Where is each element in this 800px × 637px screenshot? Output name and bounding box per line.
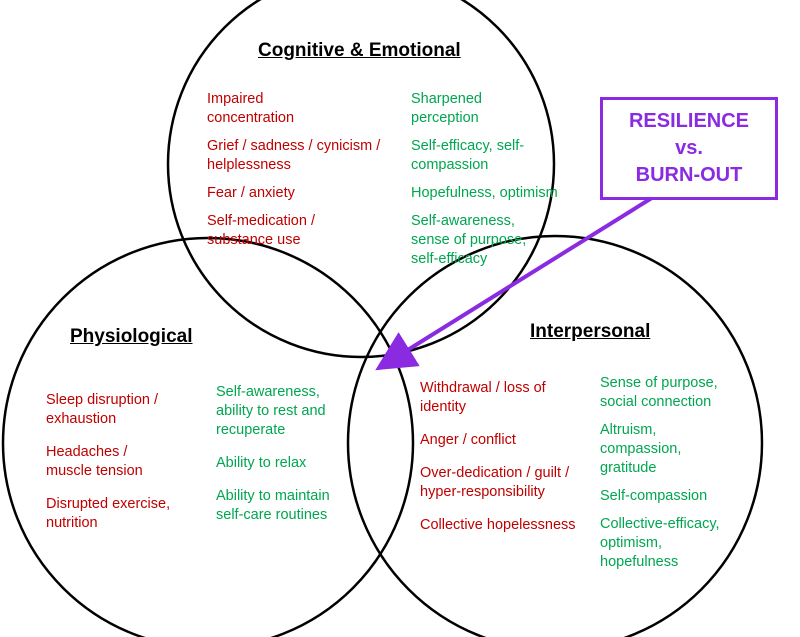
callout-line-burnout: BURN-OUT [635, 164, 743, 186]
cognitive-emotional-circle [166, 0, 556, 359]
list-item: Self-medication / substance use [207, 213, 315, 248]
interpersonal-circle [346, 234, 764, 637]
list-item: Self-compassion [600, 488, 708, 504]
physiological-circle [1, 236, 415, 637]
list-item: Self-awareness, sense of purpose, self-e… [411, 213, 527, 267]
list-item: Fear / anxiety [207, 185, 295, 201]
list-item: Altruism, compassion, gratitude [600, 422, 682, 476]
callout-line-resilience: RESILIENCE [628, 110, 750, 132]
list-item: Disrupted exercise, nutrition [46, 496, 171, 531]
list-item: Self-awareness, ability to rest and recu… [216, 384, 326, 438]
interpersonal-title: Interpersonal [530, 321, 651, 342]
list-item: Ability to relax [216, 455, 307, 471]
cognitive-emotional-title: Cognitive & Emotional [258, 40, 461, 61]
physiological-positive-list: Self-awareness, ability to rest and recu… [216, 383, 330, 534]
list-item: Hopefulness, optimism [411, 185, 558, 201]
list-item: Headaches / muscle tension [46, 444, 143, 479]
list-item: Over-dedication / guilt / hyper-responsi… [420, 465, 570, 500]
cognitive-negative-list: Impaired concentration Grief / sadness /… [207, 90, 380, 259]
list-item: Sense of purpose, social connection [600, 375, 718, 410]
resilience-burnout-callout: RESILIENCE vs. BURN-OUT [600, 97, 778, 200]
physiological-negative-list: Sleep disruption / exhaustion Headaches … [46, 391, 170, 542]
list-item: Grief / sadness / cynicism / helplessnes… [207, 138, 381, 173]
cognitive-positive-list: Sharpened perception Self-efficacy, self… [411, 90, 558, 278]
list-item: Ability to maintain self-care routines [216, 488, 330, 523]
list-item: Sharpened perception [411, 91, 482, 126]
callout-arrow [375, 194, 657, 371]
interpersonal-negative-list: Withdrawal / loss of identity Anger / co… [420, 379, 576, 544]
list-item: Collective-efficacy, optimism, hopefulne… [600, 516, 720, 570]
list-item: Sleep disruption / exhaustion [46, 392, 159, 427]
list-item: Withdrawal / loss of identity [420, 380, 546, 415]
list-item: Anger / conflict [420, 432, 516, 448]
list-item: Self-efficacy, self- compassion [411, 138, 525, 173]
interpersonal-positive-list: Sense of purpose, social connection Altr… [600, 374, 720, 581]
list-item: Collective hopelessness [420, 517, 576, 533]
list-item: Impaired concentration [207, 91, 295, 126]
physiological-title: Physiological [70, 326, 193, 347]
callout-line-vs: vs. [675, 137, 703, 159]
